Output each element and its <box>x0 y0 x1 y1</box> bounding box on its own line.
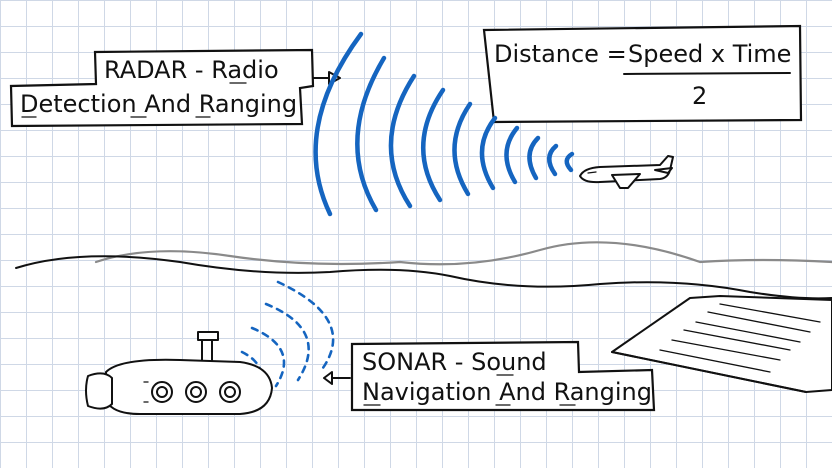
back-wave <box>94 241 832 266</box>
fraction-bar <box>623 72 791 75</box>
rock-shelf <box>611 295 832 393</box>
water-surface <box>15 241 832 300</box>
submarine-icon <box>85 331 273 415</box>
sonar-label: SONAR - Sound Navigation And Ranging <box>350 340 656 412</box>
formula-numerator: Speed x Time <box>628 40 791 68</box>
radar-label-line1: RADAR - Radio <box>104 56 279 84</box>
radar-label-box <box>9 48 315 128</box>
sonar-label-line1: SONAR - Sound <box>362 348 547 376</box>
radar-waves <box>313 31 575 217</box>
radar-label: RADAR - Radio Detection And Ranging <box>9 48 315 128</box>
radar-label-line2: Detection And Ranging <box>20 90 297 118</box>
sonar-arrow <box>323 371 351 385</box>
formula-lhs: Distance = <box>494 40 627 68</box>
front-wave <box>15 255 832 300</box>
formula-denominator: 2 <box>692 82 707 110</box>
sonar-label-box <box>350 340 656 412</box>
airplane-icon <box>579 155 674 189</box>
formula-box: Distance = Speed x Time 2 <box>482 24 803 124</box>
sonar-label-line2: Navigation And Ranging <box>362 378 652 406</box>
